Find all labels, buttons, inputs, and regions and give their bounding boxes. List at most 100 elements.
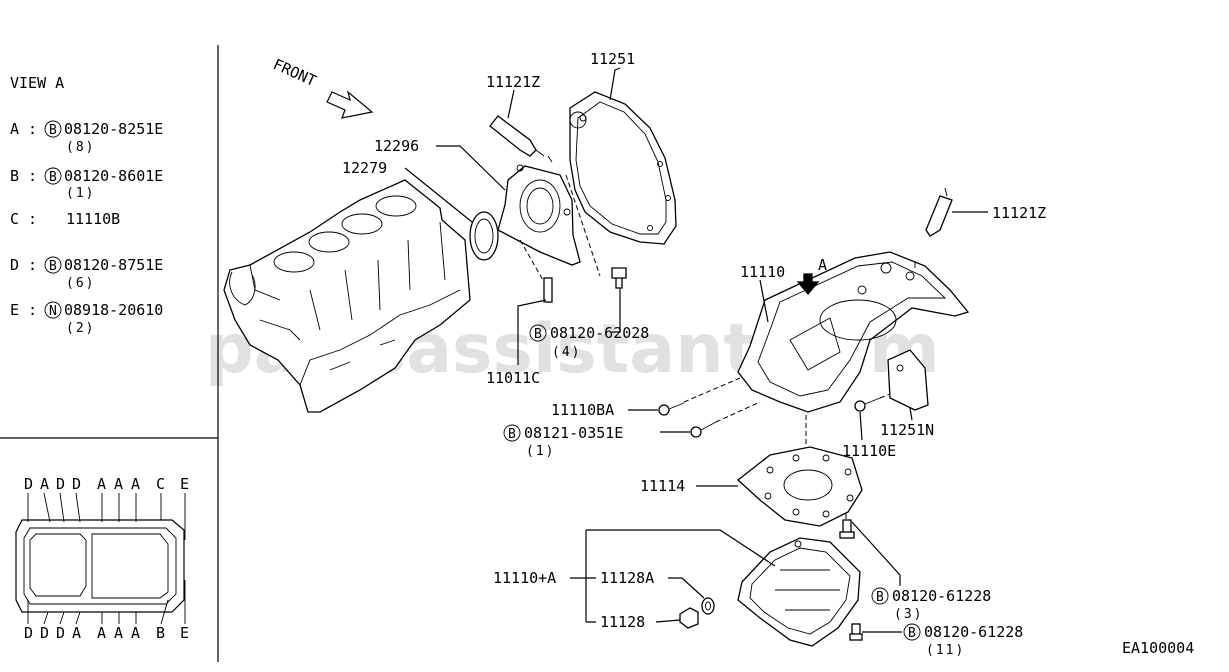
legend-key: C — [10, 210, 19, 228]
view-a-oil-pan-outline — [15, 519, 185, 613]
label-11110ba: 11110BA — [551, 401, 614, 419]
leader-11251 — [609, 67, 621, 101]
view-a-leaders-top — [27, 492, 186, 540]
letter: D — [40, 624, 49, 642]
b-badge-icon — [44, 256, 62, 274]
letter: A — [72, 624, 81, 642]
label-11114: 11114 — [640, 477, 685, 495]
legend-qty: (8) — [66, 140, 95, 155]
letter: A — [97, 475, 106, 493]
letter: A — [114, 475, 123, 493]
legend-sep: : — [28, 256, 37, 274]
label-11110e: 11110E — [842, 442, 896, 460]
bracket-11110a — [570, 529, 776, 623]
view-a-arrow-icon — [796, 273, 820, 296]
legend-key: B — [10, 167, 19, 185]
label-11110a: 11110+A — [493, 569, 556, 587]
bolt-11110ba-drawing — [658, 402, 685, 416]
legend-sep: : — [28, 120, 37, 138]
letter: A — [114, 624, 123, 642]
legend-row-e: E : N 08918-20610 (2) — [10, 301, 163, 336]
letter: A — [131, 624, 140, 642]
legend-part: 08120-8251E — [64, 120, 163, 138]
legend-part: 08120-8601E — [64, 167, 163, 185]
legend-sep: : — [28, 301, 37, 319]
letter: E — [180, 475, 189, 493]
arrow-a-label: A — [818, 256, 827, 274]
b-badge-icon — [503, 424, 521, 442]
b-badge-icon — [871, 587, 889, 605]
label-11121z-right: 11121Z — [992, 204, 1046, 222]
baffle-gasket-drawing — [736, 446, 863, 527]
letter: B — [156, 624, 165, 642]
leader-61228-3 — [851, 521, 901, 586]
label-11128a: 11128A — [600, 569, 654, 587]
leader-11110 — [759, 279, 769, 323]
letter: C — [156, 475, 165, 493]
drain-washer-drawing — [701, 597, 715, 615]
letter: D — [24, 475, 33, 493]
leader-11121z-top — [507, 89, 515, 119]
label-11121z-top: 11121Z — [486, 73, 540, 91]
badge-letter: B — [908, 626, 916, 641]
qty: (3) — [894, 607, 923, 622]
label-bolt-62028: B 08120-62028 (4) — [529, 324, 649, 360]
view-a-letters-bottom: D D D A A A A B E — [24, 624, 189, 642]
badge-letter: N — [49, 304, 57, 319]
label-12296: 12296 — [374, 137, 419, 155]
qty: (11) — [926, 643, 965, 658]
b-badge-icon — [44, 120, 62, 138]
diagram-code: EA100004 — [1122, 639, 1194, 657]
bolt-0351e-drawing — [690, 421, 717, 438]
leader-12296 — [436, 145, 506, 191]
label-11128: 11128 — [600, 613, 645, 631]
view-a-letters-top: D A D D A A A C E — [24, 475, 189, 493]
leader-11128a — [668, 577, 705, 599]
part-number: 08120-62028 — [550, 324, 649, 342]
letter: A — [40, 475, 49, 493]
badge-letter: B — [49, 170, 57, 185]
legend-qty: (6) — [66, 276, 95, 291]
upper-oil-pan-drawing — [737, 251, 970, 413]
dowel-pin-drawing — [543, 277, 553, 303]
letter: E — [180, 624, 189, 642]
bolt-61228-11-drawing — [849, 623, 863, 641]
badge-letter: B — [49, 123, 57, 138]
badge-letter: B — [534, 327, 542, 342]
qty: (4) — [552, 345, 581, 360]
legend-part: 11110B — [66, 210, 120, 228]
legend-part: 08918-20610 — [64, 301, 163, 319]
drain-plug-drawing — [679, 607, 699, 629]
part-number: 08120-61228 — [924, 623, 1023, 641]
badge-letter: B — [49, 259, 57, 274]
legend-row-a: A : B 08120-8251E (8) — [10, 120, 163, 155]
letter: A — [97, 624, 106, 642]
legend-part: 08120-8751E — [64, 256, 163, 274]
legend-row-c: C : 11110B — [10, 210, 120, 228]
leader-62028 — [612, 290, 621, 333]
qty: (1) — [526, 444, 555, 459]
badge-letter: B — [508, 427, 516, 442]
legend-sep: : — [28, 167, 37, 185]
cylinder-block-drawing — [223, 179, 471, 413]
legend-row-b: B : B 08120-8601E (1) — [10, 167, 163, 201]
sealant-tube-right-drawing — [925, 187, 953, 237]
rear-plate-drawing — [569, 91, 677, 245]
badge-letter: B — [876, 590, 884, 605]
legend-qty: (2) — [66, 321, 95, 336]
leader-11251n — [909, 407, 913, 421]
legend-key: D — [10, 256, 19, 274]
bolt-11110e-drawing — [854, 397, 881, 412]
label-11251n: 11251N — [880, 421, 934, 439]
label-12279: 12279 — [342, 159, 387, 177]
leader-11110e — [859, 411, 863, 441]
letter: D — [56, 624, 65, 642]
leader-12279 — [404, 167, 473, 223]
n-badge-icon — [44, 301, 62, 319]
part-number: 08121-0351E — [524, 424, 623, 442]
part-number: 08120-61228 — [892, 587, 991, 605]
front-label: FRONT — [270, 55, 319, 90]
label-bolt-61228-3: B 08120-61228 (3) — [871, 587, 991, 622]
leader-dashes-pan — [683, 377, 891, 520]
letter: A — [131, 475, 140, 493]
